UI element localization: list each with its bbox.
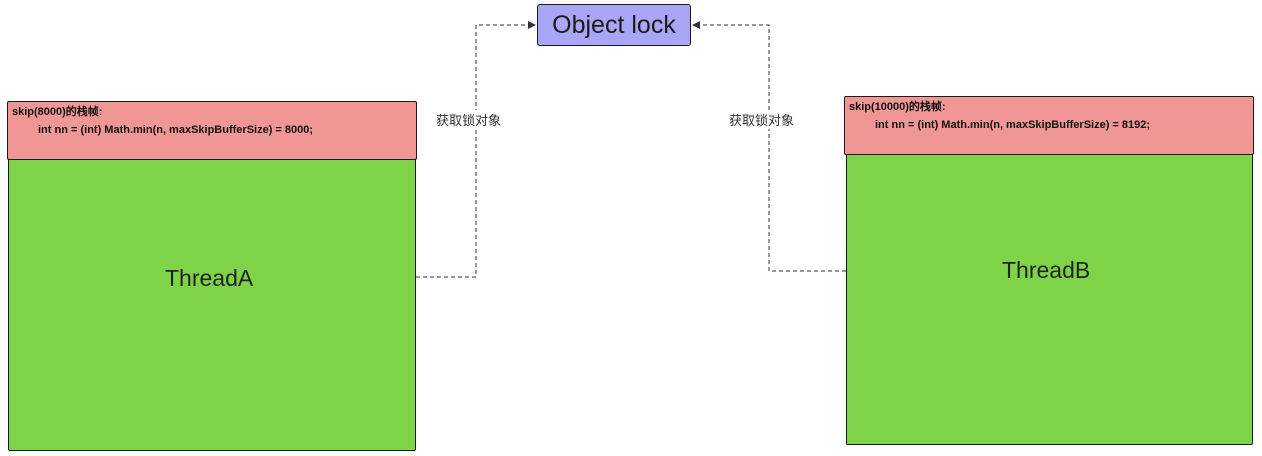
thread-a-frame-title: skip(8000)的栈帧: xyxy=(12,106,103,118)
edge-label-thread-a: 获取锁对象 xyxy=(436,110,502,129)
object-lock-node[interactable]: Object lock xyxy=(537,4,691,46)
thread-a-label: ThreadA xyxy=(165,265,254,291)
edge-threada-to-lock xyxy=(416,21,536,278)
thread-b-frame-title: skip(10000)的栈帧: xyxy=(849,101,946,113)
thread-b-label: ThreadB xyxy=(1002,257,1091,283)
thread-b-stack-frame[interactable]: skip(10000)的栈帧: int nn = (int) Math.min(… xyxy=(844,96,1254,155)
thread-a-frame-code: int nn = (int) Math.min(n, maxSkipBuffer… xyxy=(38,124,314,136)
edge-label-thread-b: 获取锁对象 xyxy=(729,110,795,129)
thread-b-node[interactable]: ThreadB xyxy=(846,152,1253,445)
thread-a-stack-frame[interactable]: skip(8000)的栈帧: int nn = (int) Math.min(n… xyxy=(7,101,417,160)
thread-a-node[interactable]: ThreadA xyxy=(8,158,416,451)
thread-b-frame-code: int nn = (int) Math.min(n, maxSkipBuffer… xyxy=(875,119,1151,131)
edge-threadb-to-lock xyxy=(692,21,846,272)
object-lock-label: Object lock xyxy=(552,10,676,39)
